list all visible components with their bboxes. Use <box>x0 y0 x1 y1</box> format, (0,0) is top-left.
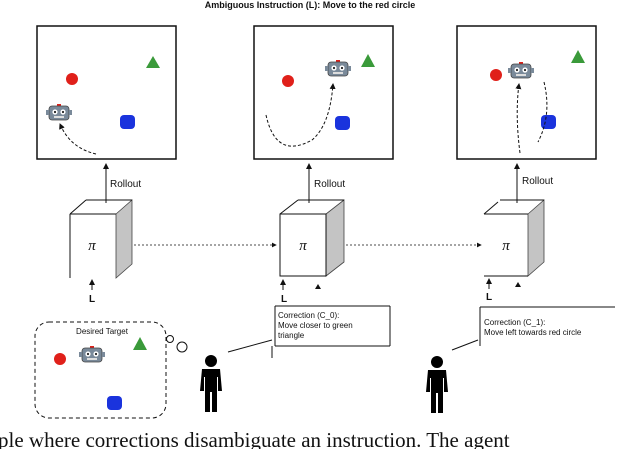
robot-icon <box>507 61 535 79</box>
rollout-arrow-2: Rollout <box>306 163 345 203</box>
policy-symbol: π <box>88 238 96 254</box>
instruction-input-3: L <box>486 278 521 303</box>
figure-caption: ple where corrections disambiguate an in… <box>0 428 510 449</box>
instruction-input-2: L <box>280 279 321 305</box>
rollout-panel-3 <box>456 25 597 160</box>
robot-icon <box>324 59 352 77</box>
instruction-label: L <box>281 294 287 305</box>
correction-input-marker <box>515 282 521 287</box>
red-circle <box>490 69 502 81</box>
correction-bubble-0: Correction (C_0): Move closer to green t… <box>227 305 391 358</box>
environment-frame <box>36 25 177 160</box>
environment-frame <box>253 25 394 160</box>
correction-text-line1: Move left towards red circle <box>484 328 582 337</box>
red-circle <box>54 353 66 365</box>
green-triangle <box>146 56 160 68</box>
person-icon <box>200 355 222 412</box>
trajectory-path-secondary <box>537 81 548 143</box>
correction-input-marker <box>315 284 321 289</box>
correction-bubble-1: Correction (C_1): Move left towards red … <box>451 306 615 351</box>
rollout-panel-1 <box>36 25 177 160</box>
policy-box-3: π <box>483 199 545 277</box>
blue-cylinder <box>120 115 135 129</box>
robot-icon <box>78 345 106 363</box>
trajectory-path <box>59 123 97 155</box>
diagram-title: Ambiguous Instruction (L): Move to the r… <box>205 0 416 10</box>
red-circle <box>66 73 78 85</box>
blue-cylinder <box>107 396 122 410</box>
policy-symbol: π <box>299 238 307 254</box>
green-triangle <box>361 54 375 67</box>
red-circle <box>282 75 294 87</box>
trajectory-path <box>515 83 522 154</box>
green-triangle <box>571 50 585 63</box>
policy-symbol: π <box>502 238 510 254</box>
robot-icon <box>45 103 73 121</box>
blue-cylinder <box>541 115 556 129</box>
rollout-label: Rollout <box>522 176 553 187</box>
rollout-arrow-3: Rollout <box>514 163 553 203</box>
person-icon <box>426 356 448 413</box>
policy-box-2: π <box>279 199 345 277</box>
correction-text-line1: Move closer to green <box>278 321 353 330</box>
environment-frame <box>456 25 597 160</box>
desired-target-box: Desired Target <box>34 321 167 419</box>
instruction-label: L <box>89 294 95 305</box>
rollout-label: Rollout <box>314 179 345 190</box>
green-triangle <box>133 337 147 350</box>
rollout-panel-2 <box>253 25 394 160</box>
blue-cylinder <box>335 116 350 130</box>
policy-box-1: π <box>69 199 133 279</box>
trajectory-path <box>265 83 336 147</box>
desired-target-label: Desired Target <box>76 327 129 336</box>
thought-bubble-icon <box>166 335 188 353</box>
instruction-label: L <box>486 292 492 303</box>
correction-text-line2: triangle <box>278 331 305 340</box>
correction-label: Correction (C_0): <box>278 311 339 320</box>
rollout-arrow-1: Rollout <box>103 163 141 203</box>
rollout-label: Rollout <box>110 179 141 190</box>
correction-label: Correction (C_1): <box>484 318 545 327</box>
instruction-input-1: L <box>89 279 95 305</box>
